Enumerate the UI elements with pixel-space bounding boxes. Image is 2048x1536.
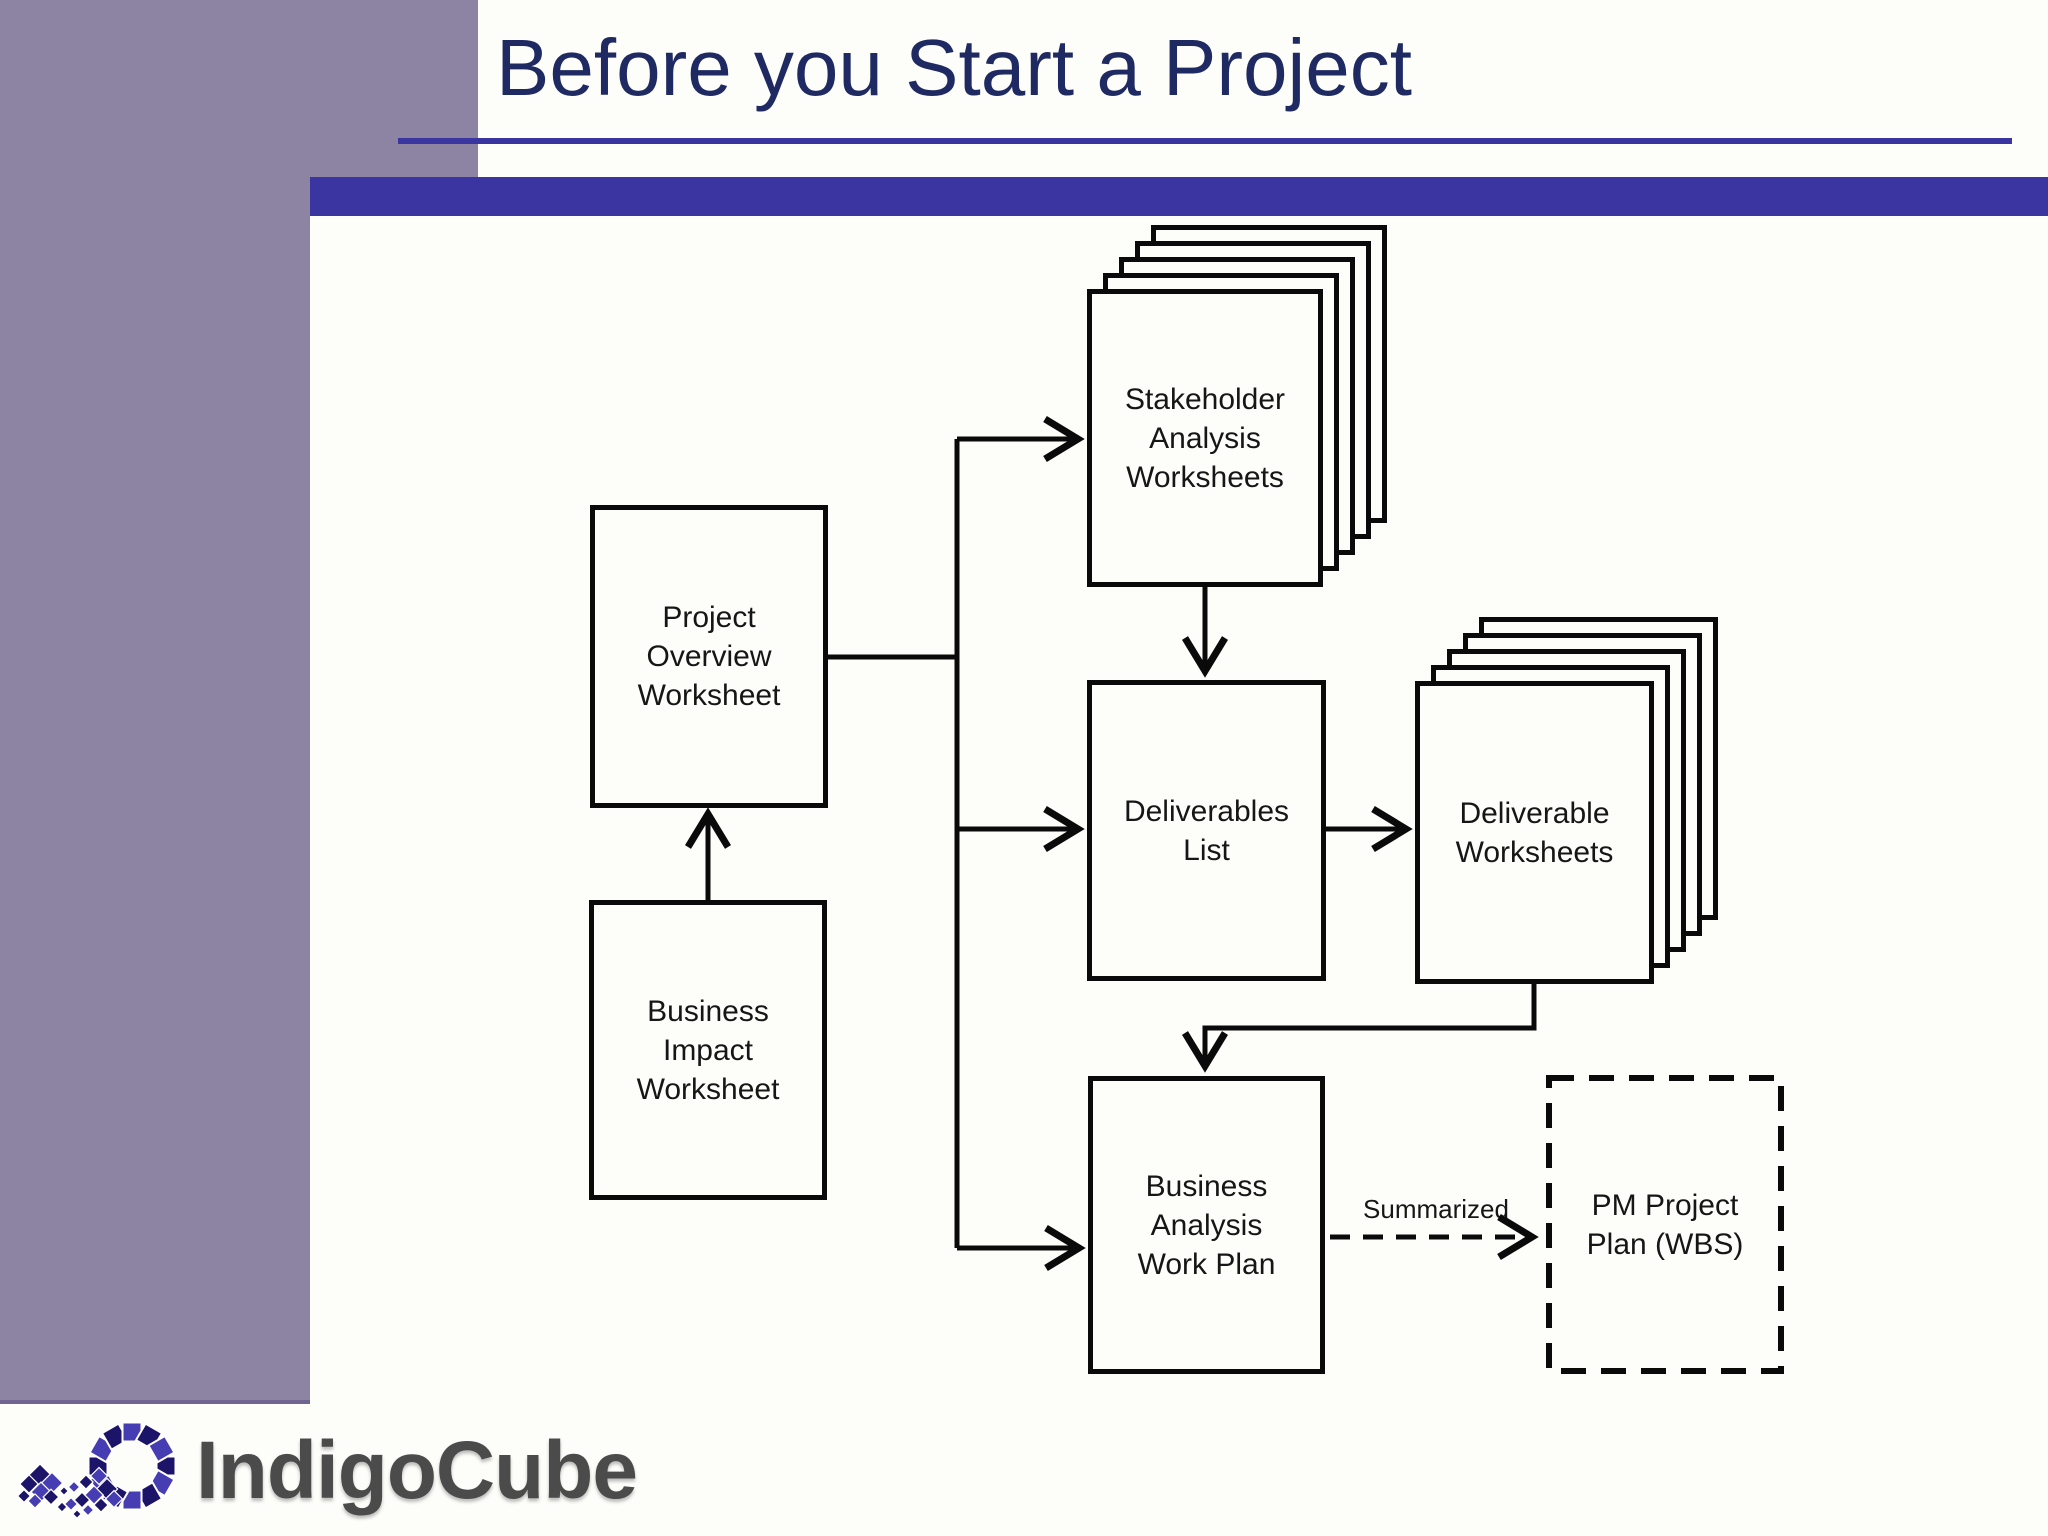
- sidebar-accent-narrow: [0, 0, 310, 1404]
- business-impact-worksheet-label: Business Impact Worksheet: [636, 994, 780, 1106]
- business-analysis-work-plan-label: Business Analysis Work Plan: [1137, 1169, 1276, 1281]
- stakeholder-analysis-worksheets-box: Stakeholder Analysis Worksheets: [1087, 289, 1323, 587]
- indigocube-logo-icon: [16, 1421, 177, 1520]
- pm-project-plan-label: PM Project Plan (WBS): [1586, 1188, 1744, 1261]
- indigocube-logo-text: IndigoCube: [196, 1425, 638, 1516]
- deliverables-list-box: Deliverables List: [1087, 680, 1326, 981]
- title-underline: [398, 138, 2012, 144]
- slide-title: Before you Start a Project: [496, 23, 1413, 112]
- summarized-arrow-label: Summarized: [1363, 1194, 1509, 1224]
- business-impact-worksheet-box: Business Impact Worksheet: [589, 900, 827, 1200]
- deliverable-worksheets-box: Deliverable Worksheets: [1415, 681, 1654, 984]
- pm-project-plan-box: PM Project Plan (WBS): [1546, 1075, 1784, 1374]
- business-analysis-work-plan-box: Business Analysis Work Plan: [1088, 1076, 1325, 1374]
- connector-worksheets-to-workplan: [1182, 984, 1537, 1073]
- accent-bar: [310, 177, 2048, 216]
- sidebar-accent-wide: [0, 0, 478, 177]
- stakeholder-analysis-worksheets-label: Stakeholder Analysis Worksheets: [1124, 382, 1286, 494]
- project-overview-worksheet-label: Project Overview Worksheet: [637, 601, 781, 712]
- indigocube-logo: IndigoCube: [0, 1400, 800, 1536]
- deliverable-worksheets-label: Deliverable Worksheets: [1455, 796, 1614, 869]
- deliverables-list-label: Deliverables List: [1123, 794, 1290, 867]
- project-overview-worksheet-box: Project Overview Worksheet: [590, 505, 828, 808]
